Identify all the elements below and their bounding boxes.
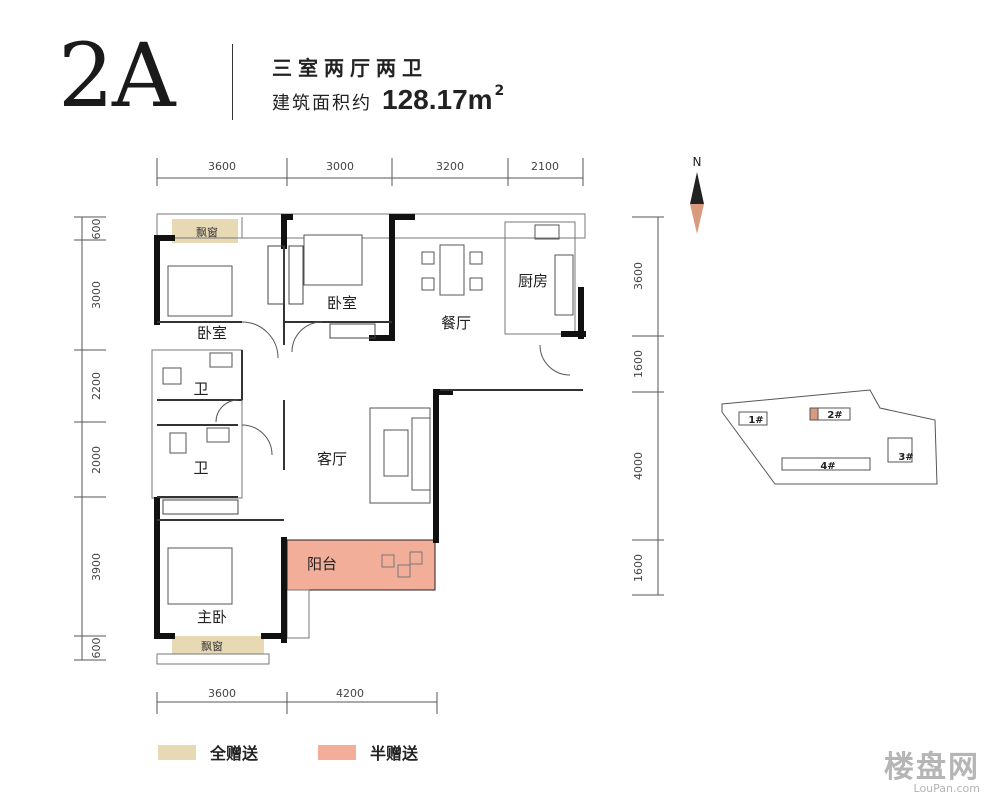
balcony-chairs [381,551,423,578]
dim-bottom-2: 4200 [336,687,364,700]
site-building-1: 1# [748,415,763,426]
dim-right-4: 1600 [632,554,645,582]
site-building-3: 3# [898,452,913,463]
interior-walls [157,246,583,521]
room-label-bath-2: 卫 [193,459,208,477]
room-label-bath-1: 卫 [193,380,208,398]
legend: 全赠送 半赠送 [158,740,478,764]
label-bay-window-top: 飘窗 [196,225,218,239]
site-building-2: 2# [827,410,842,421]
area-unit-superscript: 2 [494,83,505,99]
legend-label-half-gift: 半赠送 [370,744,419,763]
dim-right-2: 1600 [632,350,645,378]
room-label-balcony: 阳台 [307,555,337,573]
dining-table [421,244,483,296]
bath-fixtures [162,352,233,454]
area-line: 建筑面积约 128.17 m 2 [272,83,505,116]
dim-bottom-1: 3600 [208,687,236,700]
dim-right-1: 3600 [632,262,645,290]
site-building-4: 4# [820,461,835,472]
dim-left-3: 2200 [90,372,103,400]
legend-label-full-gift: 全赠送 [210,744,259,763]
closets [162,245,376,515]
bay-window-bottom [172,636,264,654]
watermark-sub: LouPan.com [913,782,980,795]
walls [154,214,586,643]
area-unit: m [467,84,493,115]
legend-swatch-half-gift [318,744,357,760]
dim-top-3: 3200 [436,160,464,173]
dim-left-5: 3900 [90,553,103,581]
room-label-bedroom-n: 卧室 [327,294,357,312]
dim-left-6: 600 [90,638,103,659]
room-label-master-bedroom: 主卧 [197,608,227,626]
sofa-set [369,407,431,504]
site-map: 1# 2# 4# 3# [721,389,938,485]
beds [167,234,363,605]
top-dimension-lines [156,158,584,186]
right-dimension-lines [632,216,664,596]
bay-window-top [172,219,238,243]
room-label-living: 客厅 [317,450,347,468]
unit-type-code: 2A [58,24,176,127]
legend-swatch-full-gift [158,744,196,760]
room-label-kitchen: 厨房 [518,272,548,290]
dim-top-2: 3000 [326,160,354,173]
watermark: 楼盘网 LouPan.com [884,742,980,795]
bottom-dimension-lines [156,692,438,714]
compass-north-icon: N [690,155,704,234]
watermark-main: 楼盘网 [884,750,980,785]
area-value: 128.17 [382,84,468,115]
room-label-dining: 餐厅 [441,314,471,332]
room-layout-label: 三室两厅两卫 [272,56,428,80]
left-dimension-lines [74,216,106,661]
dim-top-4: 2100 [531,160,559,173]
label-bay-window-bottom: 飘窗 [201,639,223,653]
dim-top-1: 3600 [208,160,236,173]
dim-left-4: 2000 [90,446,103,474]
room-label-bedroom-nw: 卧室 [197,324,227,342]
compass-label: N [693,155,702,169]
title-divider [232,44,233,120]
area-label: 建筑面积约 [272,93,372,114]
dim-left-1: 600 [90,219,103,240]
dim-right-3: 4000 [632,452,645,480]
doors [215,321,571,456]
kitchen-fixtures [534,224,574,316]
dim-left-2: 3000 [90,281,103,309]
